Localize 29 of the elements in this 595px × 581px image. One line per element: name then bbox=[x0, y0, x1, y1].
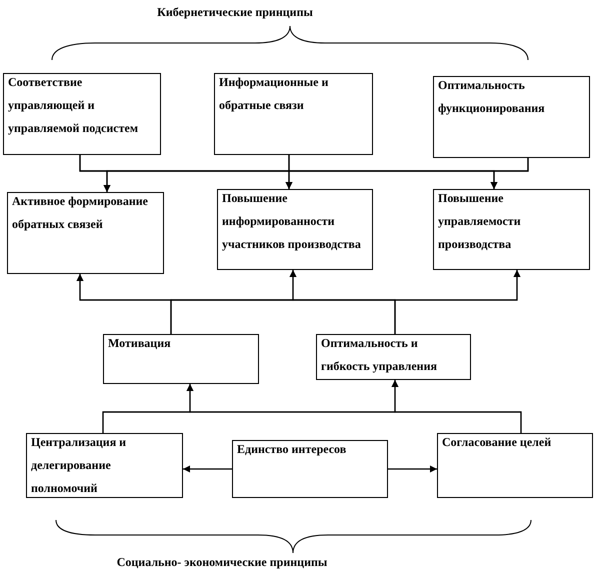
arrow bbox=[388, 466, 437, 472]
principle-box bbox=[437, 433, 593, 498]
arrow bbox=[392, 380, 522, 433]
arrow bbox=[490, 158, 529, 189]
principle-box bbox=[232, 440, 388, 498]
arrow bbox=[183, 466, 232, 472]
principle-text: Мотивация bbox=[107, 335, 172, 352]
principle-box bbox=[214, 73, 373, 155]
group-title: Кибернетические принципы bbox=[157, 4, 313, 20]
principle-text: Согласование целей bbox=[441, 434, 552, 451]
principle-text: Оптимальность и гибкость управления bbox=[320, 335, 438, 375]
principle-box bbox=[103, 334, 259, 384]
arrow bbox=[394, 270, 520, 334]
principle-text: Информационные и обратные связи bbox=[218, 74, 330, 114]
principle-box bbox=[217, 189, 373, 270]
principle-box bbox=[433, 76, 590, 158]
principle-text: Активное формирование обратных связей bbox=[11, 193, 150, 233]
principle-text: Централизация и делегирование полномочий bbox=[30, 434, 128, 497]
principle-text: Повышение информированности участников производства bbox=[221, 190, 362, 253]
principle-box bbox=[26, 433, 183, 498]
principle-box bbox=[433, 189, 590, 270]
principle-box bbox=[316, 334, 471, 380]
principle-box bbox=[3, 73, 161, 155]
principle-text: Единство интересов bbox=[236, 441, 348, 458]
principle-text: Оптимальность функционирования bbox=[437, 77, 546, 117]
principle-text: Соответствие управляющей и управляемой подсистем bbox=[7, 74, 139, 137]
principle-box bbox=[7, 192, 164, 274]
group-title: Социально- экономические принципы bbox=[116, 554, 328, 570]
principle-text: Повышение управляемости производства bbox=[437, 190, 522, 253]
